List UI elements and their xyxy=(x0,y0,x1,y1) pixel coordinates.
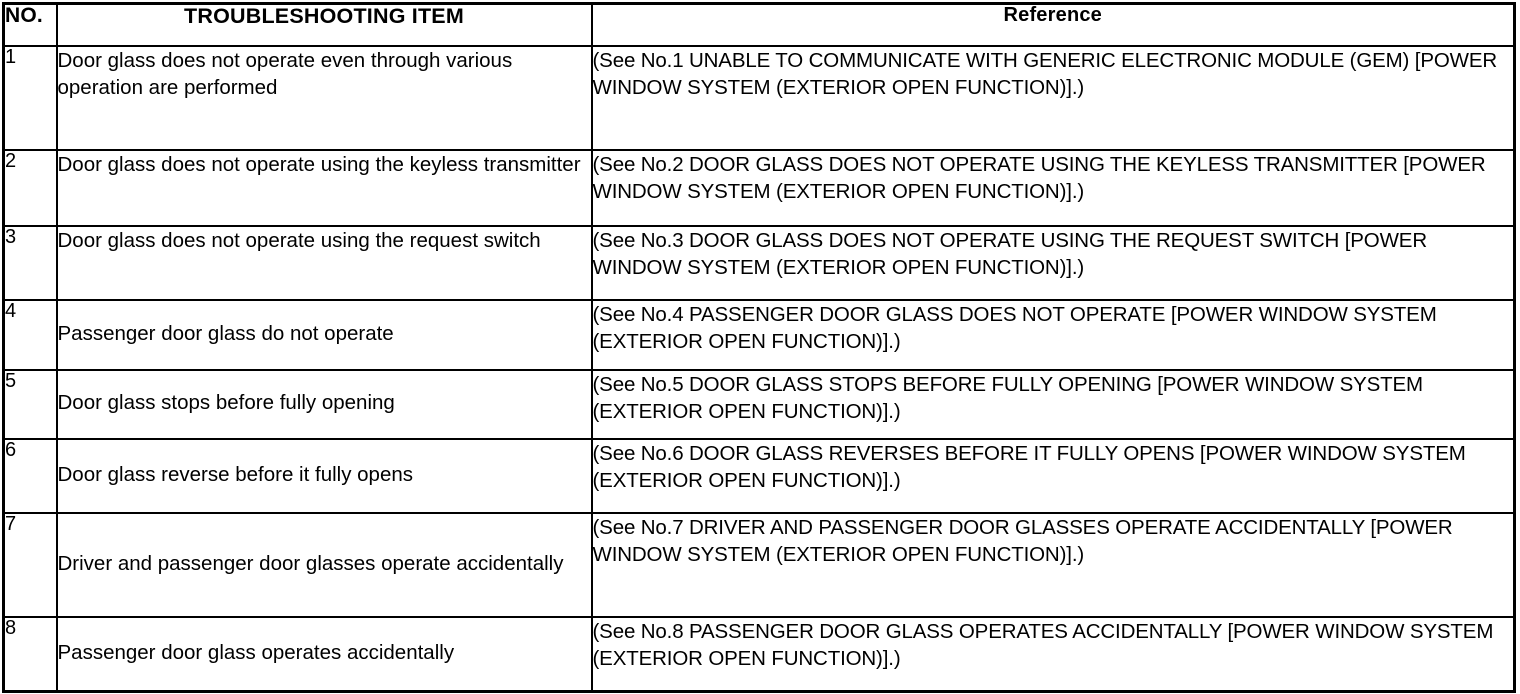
row-reference-cell: (See No.6 DOOR GLASS REVERSES BEFORE IT … xyxy=(590,437,1516,514)
table-row: 2 Door glass does not operate using the … xyxy=(2,148,1516,227)
column-header-item: TROUBLESHOOTING ITEM xyxy=(55,2,593,47)
row-number-cell: 7 xyxy=(2,511,58,618)
table-header-row: NO. TROUBLESHOOTING ITEM Reference xyxy=(2,2,1516,47)
row-reference-cell: (See No.1 UNABLE TO COMMUNICATE WITH GEN… xyxy=(590,44,1516,151)
table-row: 7 Driver and passenger door glasses oper… xyxy=(2,511,1516,618)
table-row: 3 Door glass does not operate using the … xyxy=(2,224,1516,301)
row-item-cell: Door glass does not operate using the ke… xyxy=(55,148,593,227)
row-reference-cell: (See No.7 DRIVER AND PASSENGER DOOR GLAS… xyxy=(590,511,1516,618)
row-reference-cell: (See No.4 PASSENGER DOOR GLASS DOES NOT … xyxy=(590,298,1516,371)
row-number-cell: 8 xyxy=(2,615,58,693)
table-body: 1 Door glass does not operate even throu… xyxy=(2,44,1516,693)
table-header: NO. TROUBLESHOOTING ITEM Reference xyxy=(2,2,1516,47)
table-row: 1 Door glass does not operate even throu… xyxy=(2,44,1516,151)
table-row: 4 Passenger door glass do not operate (S… xyxy=(2,298,1516,371)
row-reference-cell: (See No.3 DOOR GLASS DOES NOT OPERATE US… xyxy=(590,224,1516,301)
row-number-cell: 2 xyxy=(2,148,58,227)
row-number-cell: 5 xyxy=(2,368,58,440)
table-row: 8 Passenger door glass operates accident… xyxy=(2,615,1516,693)
row-reference-cell: (See No.8 PASSENGER DOOR GLASS OPERATES … xyxy=(590,615,1516,693)
row-number-cell: 6 xyxy=(2,437,58,514)
row-reference-cell: (See No.5 DOOR GLASS STOPS BEFORE FULLY … xyxy=(590,368,1516,440)
row-number-cell: 4 xyxy=(2,298,58,371)
row-item-cell: Passenger door glass operates accidental… xyxy=(55,615,593,693)
row-reference-cell: (See No.2 DOOR GLASS DOES NOT OPERATE US… xyxy=(590,148,1516,227)
column-header-reference: Reference xyxy=(590,2,1516,47)
table-row: 5 Door glass stops before fully opening … xyxy=(2,368,1516,440)
row-item-cell: Door glass reverse before it fully opens xyxy=(55,437,593,514)
row-item-cell: Driver and passenger door glasses operat… xyxy=(55,511,593,618)
row-item-cell: Passenger door glass do not operate xyxy=(55,298,593,371)
column-header-no: NO. xyxy=(2,2,58,47)
row-item-cell: Door glass stops before fully opening xyxy=(55,368,593,440)
row-number-cell: 3 xyxy=(2,224,58,301)
row-item-cell: Door glass does not operate using the re… xyxy=(55,224,593,301)
table-row: 6 Door glass reverse before it fully ope… xyxy=(2,437,1516,514)
row-item-cell: Door glass does not operate even through… xyxy=(55,44,593,151)
row-number-cell: 1 xyxy=(2,44,58,151)
